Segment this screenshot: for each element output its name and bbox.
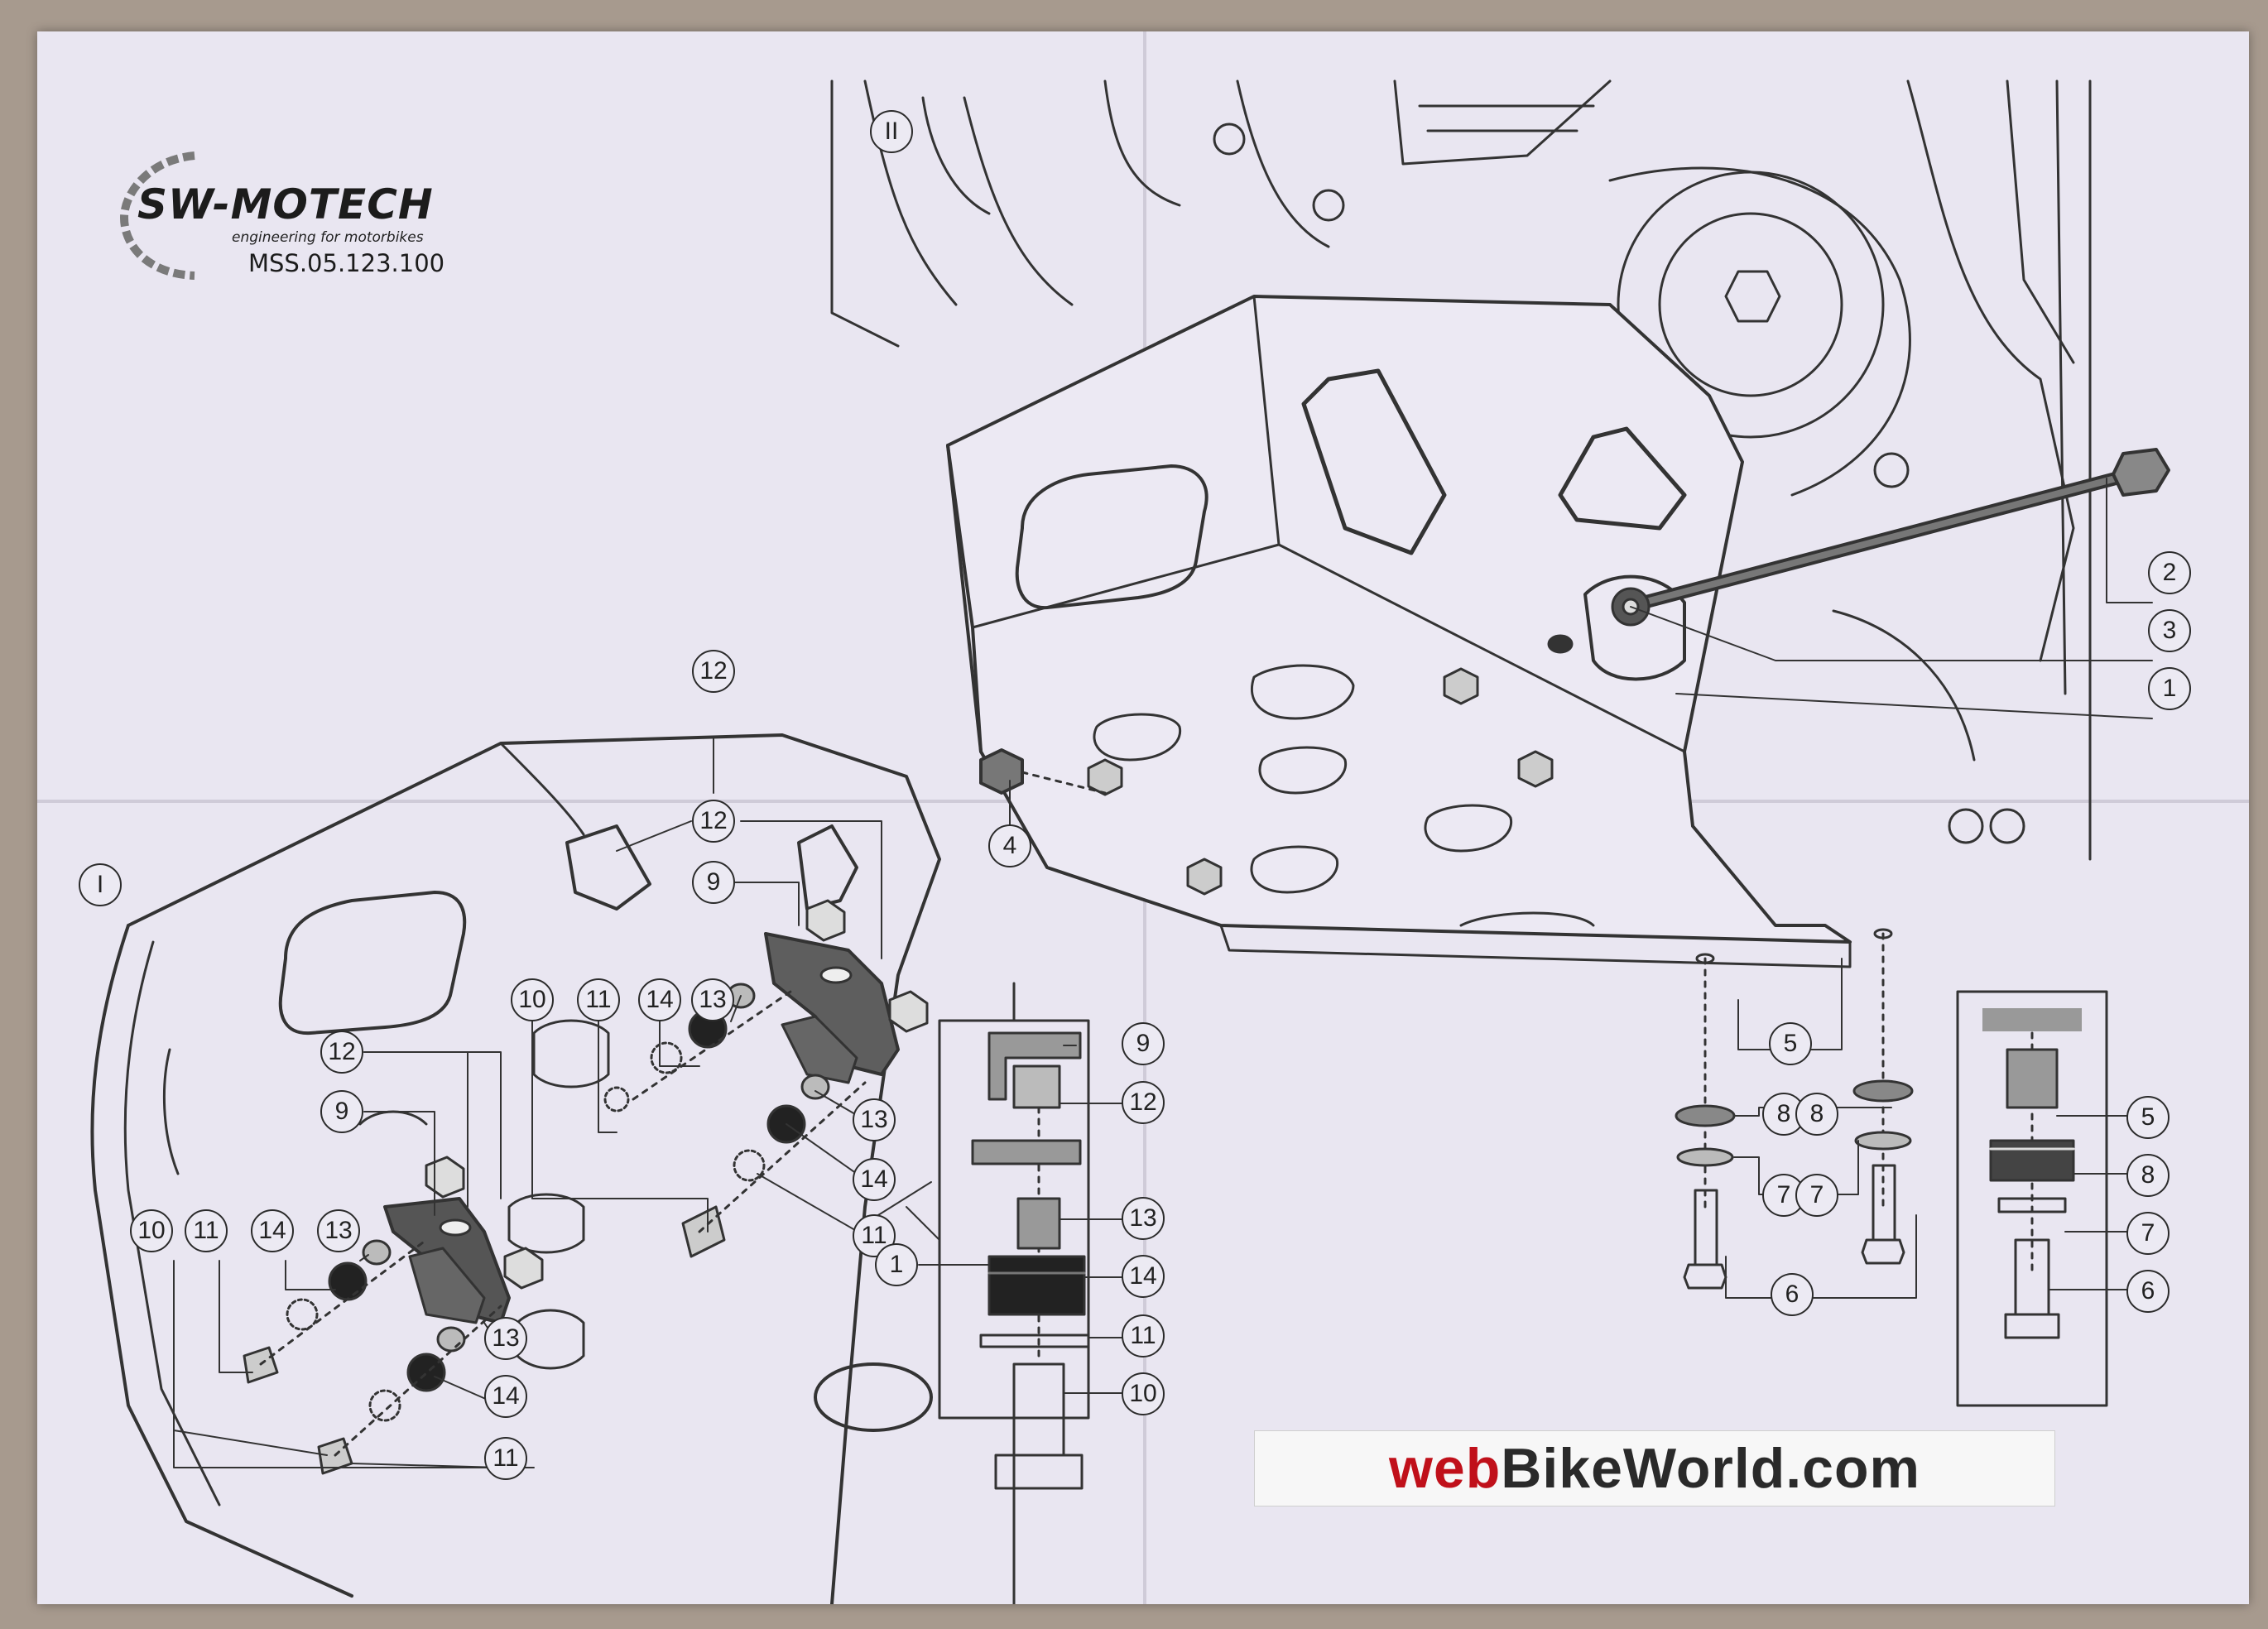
- callout-10: 10: [1122, 1372, 1165, 1415]
- callout-5: 5: [1769, 1022, 1812, 1065]
- callout-13: 13: [317, 1209, 360, 1252]
- callout-6: 6: [2126, 1270, 2169, 1313]
- callout-11: 11: [577, 978, 620, 1021]
- step-label-1: I: [79, 863, 122, 906]
- callout-12: 12: [692, 650, 735, 693]
- callout-4: 4: [988, 824, 1031, 867]
- callout-8: 8: [1795, 1093, 1838, 1136]
- callout-9: 9: [1122, 1022, 1165, 1065]
- callout-11: 11: [1122, 1314, 1165, 1358]
- callout-5: 5: [2126, 1096, 2169, 1139]
- callout-9: 9: [320, 1090, 363, 1133]
- callout-10: 10: [511, 978, 554, 1021]
- callout-13: 13: [484, 1317, 527, 1360]
- callout-6: 6: [1771, 1273, 1814, 1316]
- step2-drawing: [830, 79, 2170, 1407]
- brand-name: SW-MOTECH: [137, 180, 434, 228]
- callout-1: 1: [875, 1243, 918, 1286]
- callout-8: 8: [2126, 1154, 2169, 1197]
- callout-12: 12: [320, 1031, 363, 1074]
- callout-11: 11: [853, 1214, 896, 1257]
- assembly-diagram: [37, 31, 2249, 1604]
- gear-icon: [119, 151, 195, 280]
- callout-11: 11: [484, 1437, 527, 1480]
- callout-13: 13: [691, 978, 734, 1021]
- callout-12: 12: [692, 800, 735, 843]
- callout-1: 1: [2148, 667, 2191, 710]
- part-number: MSS.05.123.100: [248, 249, 445, 277]
- callout-13: 13: [1122, 1197, 1165, 1240]
- callout-9: 9: [692, 861, 735, 904]
- callout-7: 7: [1795, 1174, 1838, 1217]
- instruction-sheet: SW-MOTECH engineering for motorbikes MSS…: [37, 31, 2249, 1604]
- callout-14: 14: [853, 1158, 896, 1201]
- callout-13: 13: [853, 1098, 896, 1141]
- callout-2: 2: [2148, 551, 2191, 594]
- brand-tagline: engineering for motorbikes: [232, 229, 424, 246]
- callout-11: 11: [185, 1209, 228, 1252]
- sw-motech-logo: SW-MOTECH engineering for motorbikes MSS…: [116, 143, 513, 292]
- callout-12: 12: [1122, 1081, 1165, 1124]
- callout-14: 14: [638, 978, 681, 1021]
- callout-7: 7: [2126, 1212, 2169, 1255]
- watermark-site: BikeWorld.com: [1501, 1437, 1920, 1500]
- callout-14: 14: [251, 1209, 294, 1252]
- callout-14: 14: [484, 1375, 527, 1418]
- step1-drawing: [90, 733, 1127, 1604]
- watermark-web: web: [1389, 1437, 1502, 1500]
- callout-10: 10: [130, 1209, 173, 1252]
- callout-14: 14: [1122, 1255, 1165, 1298]
- callout-3: 3: [2148, 609, 2191, 652]
- step-label-2: II: [870, 110, 913, 153]
